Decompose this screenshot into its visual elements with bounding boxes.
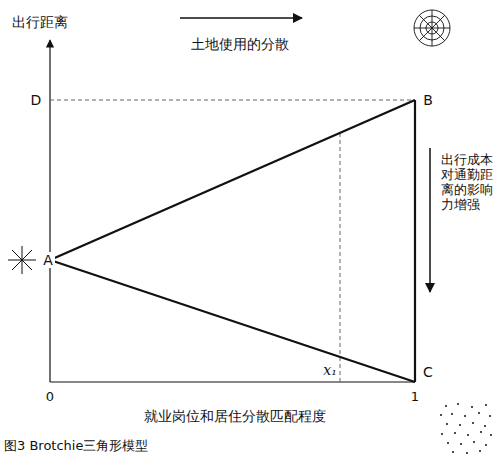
point-label: A [41, 252, 55, 269]
dashed-line [340, 133, 341, 382]
direction-arrow [180, 17, 302, 19]
x-axis [50, 381, 415, 382]
y-axis [49, 40, 50, 382]
axis-title: 就业岗位和居住分散匹配程度 [144, 408, 326, 425]
triangle-edge [50, 100, 415, 260]
tick-label: 1 [411, 389, 419, 405]
tick-label: 0 [46, 389, 54, 405]
tick-label: x₁ [323, 362, 337, 379]
triangle-edge [414, 100, 416, 382]
arrow-label: 出行成本对通勤距离的影响力增强 [441, 152, 494, 212]
scatter-dots [440, 403, 492, 454]
direction-arrow [429, 148, 431, 292]
web-icon [414, 10, 450, 46]
star-icon [8, 246, 36, 274]
dashed-line [50, 100, 415, 101]
axis-title: 出行距离 [12, 14, 68, 31]
point-label: B [421, 92, 435, 109]
point-label: D [31, 92, 42, 109]
triangle-edge [50, 260, 415, 382]
arrow-label: 土地使用的分散 [191, 36, 289, 53]
figure-caption: 图3 Brotchie三角形模型 [4, 438, 148, 454]
point-label: C [421, 364, 435, 381]
